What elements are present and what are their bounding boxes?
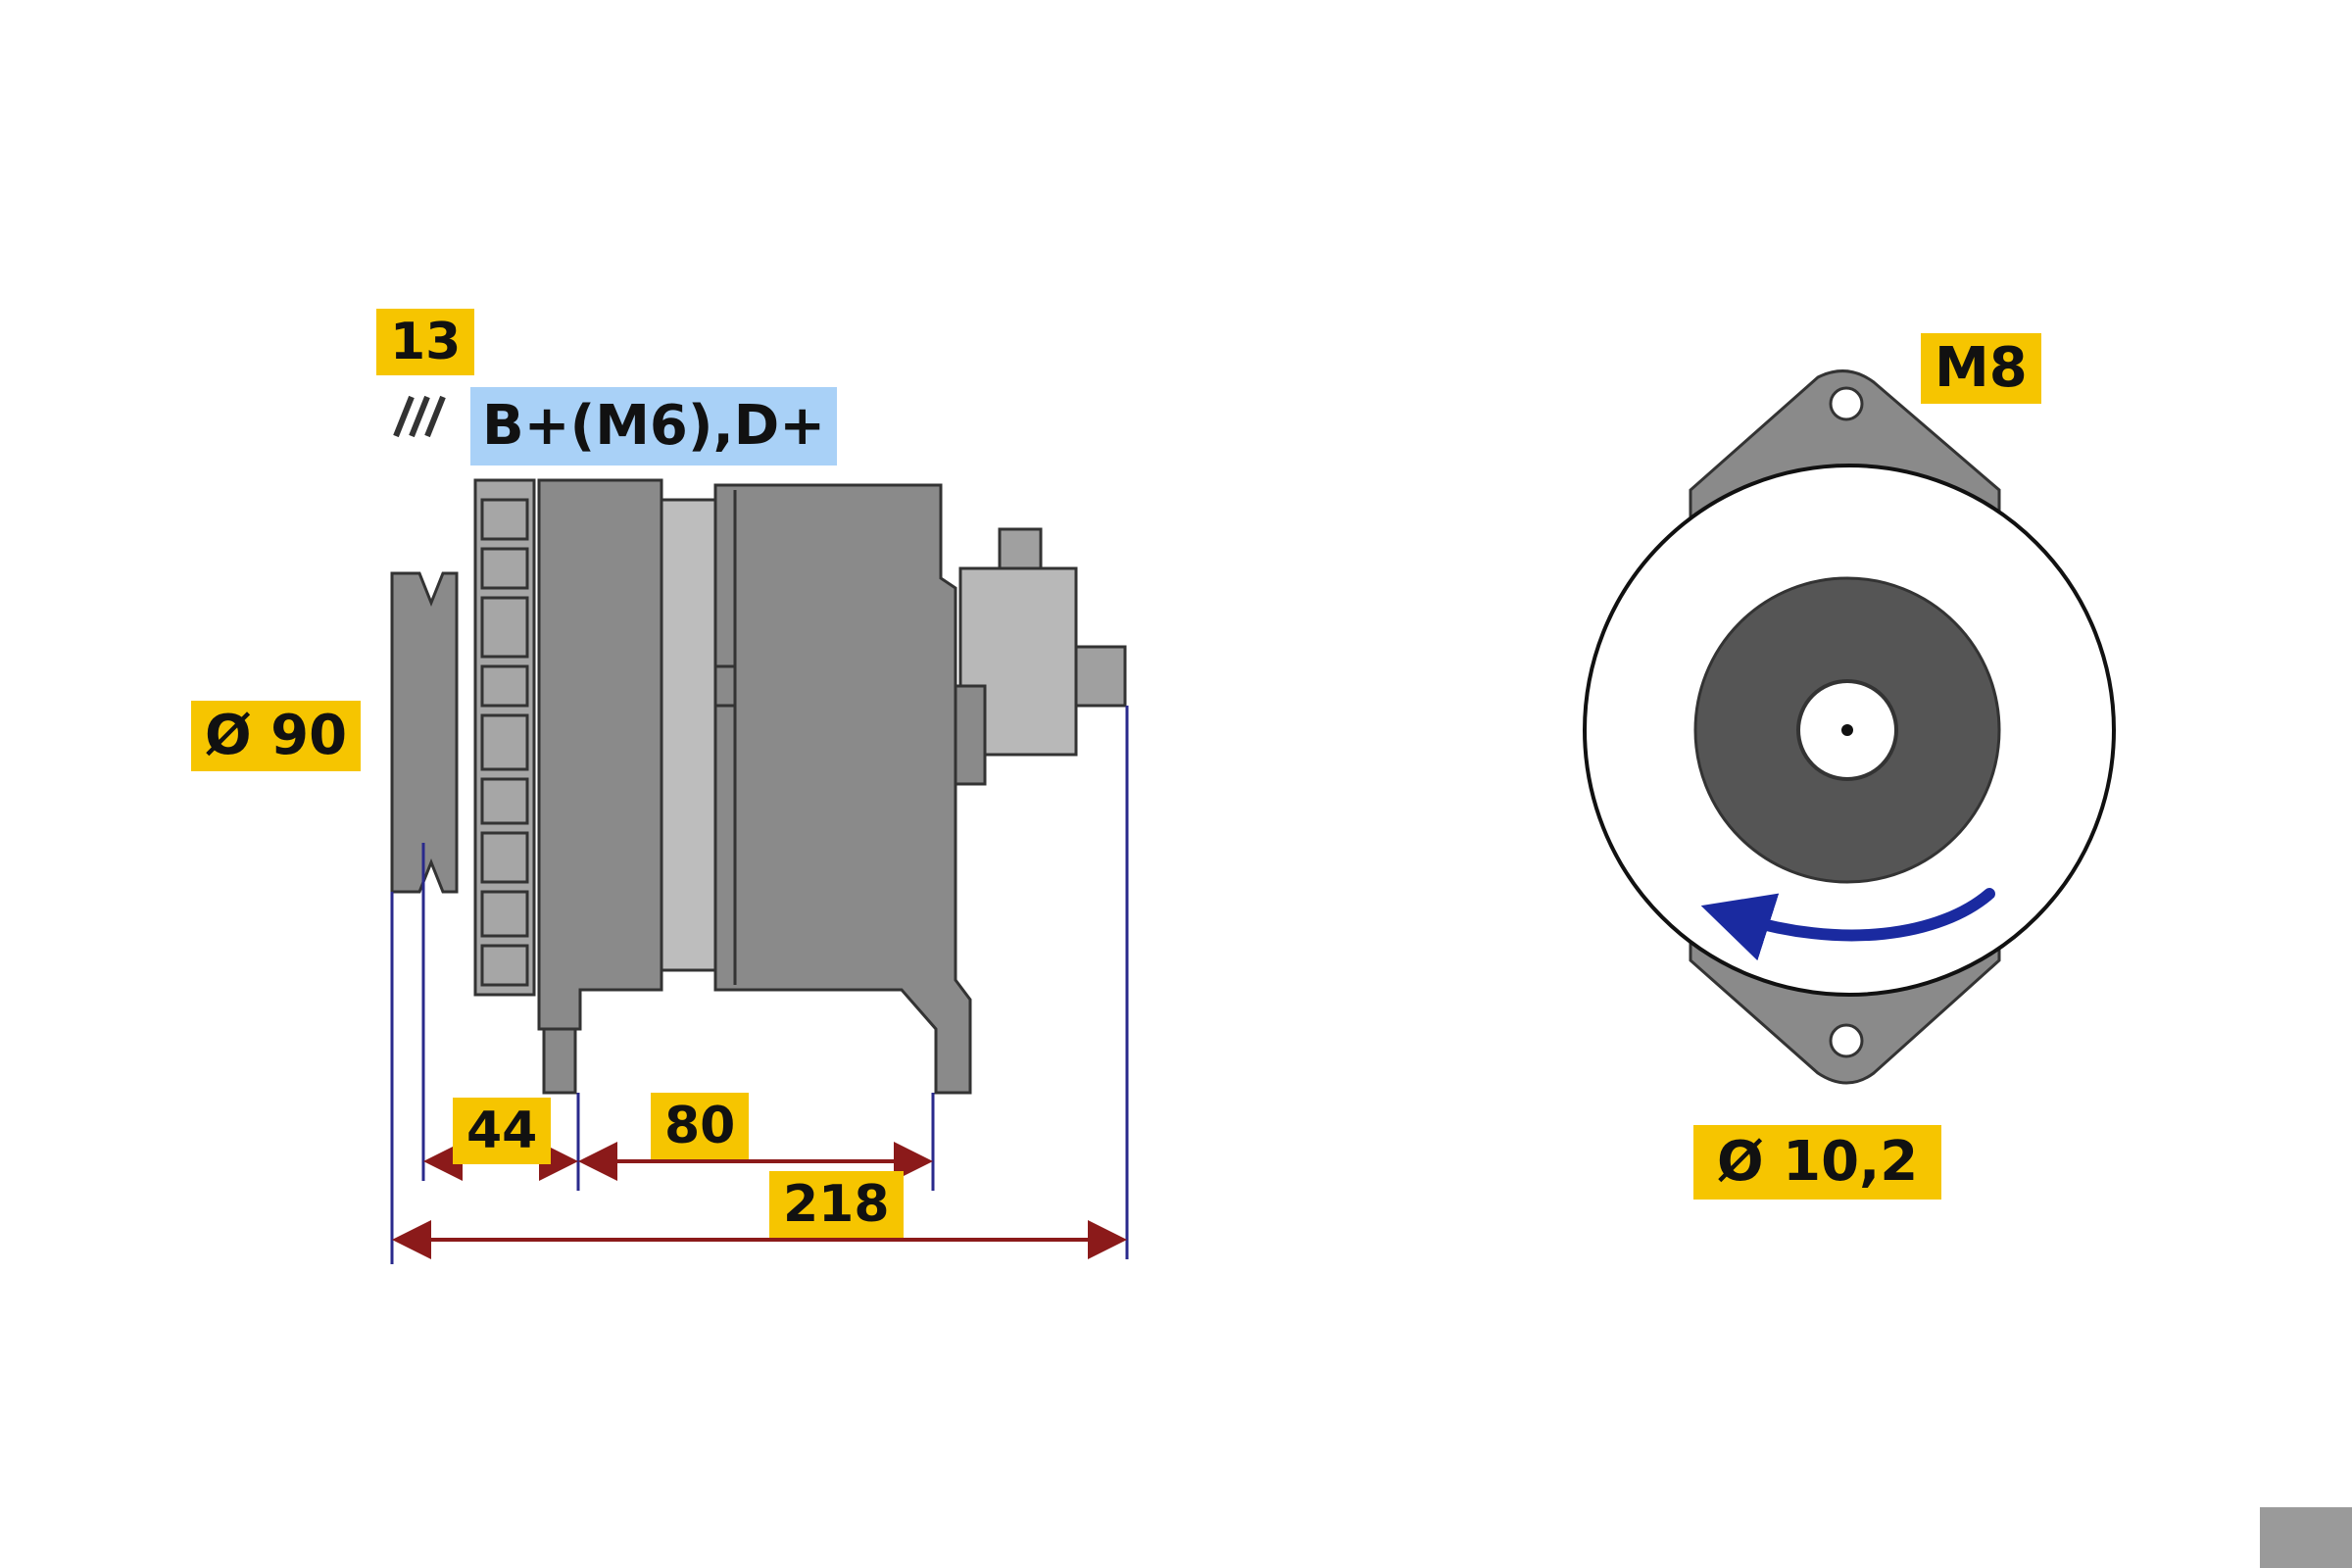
rear-housing [713, 483, 972, 1095]
stator [660, 498, 717, 972]
front-housing [537, 478, 663, 1031]
mount-hole-label: Ø 10,2 [1693, 1125, 1942, 1200]
mount-hole-top [1829, 386, 1864, 421]
dim-44-label: 44 [453, 1098, 552, 1164]
pulley-diameter-label: Ø 90 [191, 701, 362, 771]
rotation-arrow-icon [1700, 888, 1995, 961]
terminals-label: B+(M6),D+ [470, 387, 838, 466]
dim-80-label: 80 [651, 1093, 750, 1159]
pulley-width-label: 13 [376, 309, 475, 375]
mount-thread-label: M8 [1921, 333, 2041, 404]
corner-block [2260, 1507, 2352, 1568]
mount-hole-bottom [1829, 1023, 1864, 1058]
pulley [390, 571, 459, 894]
shaft-center [1841, 724, 1853, 736]
side-view [390, 395, 1129, 1264]
dimension-lines [392, 1142, 1127, 1259]
hatch-icon [393, 395, 446, 438]
dim-218-label: 218 [769, 1171, 904, 1238]
extension-lines [390, 706, 1129, 1264]
fan [473, 478, 536, 997]
front-view [1583, 369, 2116, 1085]
